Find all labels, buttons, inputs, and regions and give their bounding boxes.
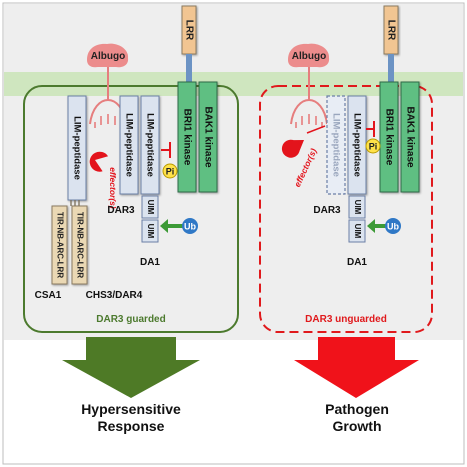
albugo-label: Albugo — [292, 51, 326, 62]
csa1-label: CSA1 — [35, 290, 62, 301]
receptor-stalk-right — [388, 54, 394, 82]
uim-domain — [348, 219, 366, 243]
effector-label: effector(s) — [108, 167, 118, 209]
linker-left — [70, 200, 80, 206]
lrr-label: LRR — [183, 20, 194, 41]
lim-peptidase-left-1 — [67, 95, 87, 201]
outcome-line2: Response — [98, 418, 165, 434]
phosphate-right — [365, 138, 381, 154]
uim-label: UIM — [353, 200, 362, 215]
outcome-line1: Pathogen — [325, 401, 389, 417]
guarded-box — [23, 85, 239, 333]
bak1-kinase-right — [400, 81, 420, 193]
uim-label: UIM — [353, 224, 362, 239]
dar3-label: DAR3 — [107, 205, 135, 216]
chs3-dar4-label: CHS3/DAR4 — [86, 290, 143, 301]
bak1-label: BAK1 kinase — [202, 106, 213, 168]
albugo-left: Albugo — [87, 43, 129, 128]
left-panel: Albugo LRR BRI1 kinase BAK1 kinase LIM-p… — [23, 5, 239, 434]
ubiquitin-right — [385, 218, 401, 234]
ub-arrow-head-right — [367, 219, 375, 233]
inhibition-mark-left — [161, 142, 171, 158]
outcome-line2: Growth — [333, 418, 382, 434]
tir-label: TIR-NB-ARC-LRR — [55, 212, 64, 278]
albugo-body — [288, 43, 330, 68]
effector-right — [281, 139, 304, 158]
lrr-label: LRR — [385, 20, 396, 41]
effector-tether — [306, 125, 326, 134]
phosphate-left — [162, 163, 178, 179]
ub-label: Ub — [387, 222, 399, 232]
outcome-line1: Hypersensitive — [81, 401, 181, 417]
lim-peptidase-label: LIM-peptidase — [123, 113, 134, 177]
bri1-kinase-right — [379, 81, 399, 193]
tir-nb-arc-lrr-chs3 — [71, 205, 88, 285]
lim-peptidase-label: LIM-peptidase — [351, 113, 362, 177]
dar3-unguarded-caption: DAR3 unguarded — [305, 314, 387, 325]
haustorium-fringe — [295, 114, 323, 128]
lim-peptidase-dar3-cleaved — [326, 95, 346, 195]
red-down-arrow — [294, 337, 419, 398]
bri1-kinase-left — [177, 81, 197, 193]
ub-arrow-head-left — [160, 219, 168, 233]
albugo-body — [87, 43, 129, 68]
bak1-label: BAK1 kinase — [404, 106, 415, 168]
receptor-stalk-left — [186, 54, 192, 82]
uim-domain — [141, 219, 159, 243]
albugo-label: Albugo — [91, 51, 125, 62]
dar3-guarded-caption: DAR3 guarded — [96, 314, 165, 325]
effector-left — [89, 151, 109, 172]
lim-peptidase-ghost-label: LIM-peptidase — [330, 113, 341, 177]
bri1-label: BRI1 kinase — [383, 109, 394, 166]
haustorium-fringe — [94, 114, 122, 128]
pi-label: Pi — [166, 167, 175, 177]
pi-label: Pi — [369, 142, 378, 152]
tir-label: TIR-NB-ARC-LRR — [75, 212, 84, 278]
right-panel: Albugo LRR BRI1 kinase BAK1 kinase effec… — [259, 5, 433, 434]
lim-peptidase-da1-left — [140, 95, 160, 195]
da1-label: DA1 — [347, 257, 367, 268]
albugo-right: Albugo — [288, 43, 330, 128]
lim-peptidase-label: LIM-peptidase — [144, 113, 155, 177]
dar3-label: DAR3 — [313, 205, 341, 216]
ub-label: Ub — [184, 222, 196, 232]
lim-peptidase-dar3-left — [119, 95, 139, 195]
ubiquitin-left — [182, 218, 198, 234]
tir-nb-arc-lrr-csa1 — [51, 205, 68, 285]
da1-label: DA1 — [140, 257, 160, 268]
lim-peptidase-label: LIM-peptidase — [71, 116, 82, 180]
green-down-arrow — [62, 337, 200, 398]
uim-label: UIM — [146, 224, 155, 239]
bri1-label: BRI1 kinase — [181, 109, 192, 166]
uim-label: UIM — [146, 200, 155, 215]
bak1-kinase-left — [198, 81, 218, 193]
haustorium-right — [290, 98, 328, 125]
uim-domain — [348, 195, 366, 219]
inhibition-mark-right — [366, 121, 375, 137]
unguarded-box — [259, 85, 433, 333]
uim-domain — [141, 195, 159, 219]
